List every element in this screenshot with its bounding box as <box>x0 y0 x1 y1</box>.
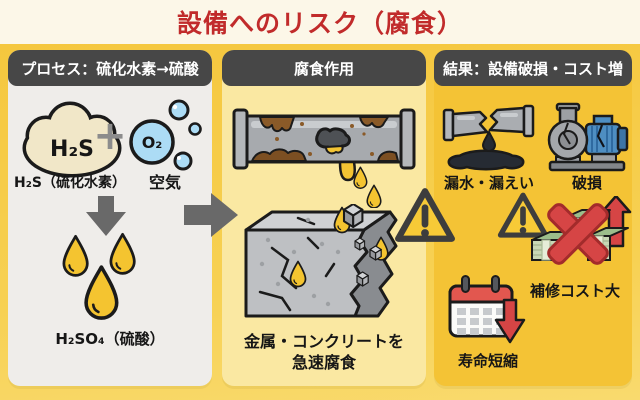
corrosion-caption: 金属・コンクリートを 急速腐食 <box>222 332 426 374</box>
h2s-label: H₂S（硫化水素） <box>14 175 126 191</box>
corroded-pipe-icon <box>232 108 416 208</box>
panel-result-header: 結果：設備破損・コスト増 <box>434 50 632 86</box>
down-arrow-icon <box>86 196 126 236</box>
o2-formula: O₂ <box>142 133 163 152</box>
acid-droplets-icon <box>62 232 136 320</box>
panel-corrosion-header: 腐食作用 <box>222 50 426 86</box>
crumbling-concrete-icon <box>244 204 398 318</box>
lifespan-label: 寿命短縮 <box>457 352 518 370</box>
flow-right-arrow-icon <box>184 193 238 237</box>
red-x-icon <box>547 203 609 265</box>
gas-cloud-icon: H₂S <box>22 101 122 178</box>
lifespan-down-arrow-icon <box>494 298 526 344</box>
panel-process-body: H₂S + O₂ H₂S（硫化水素） 空気 <box>8 86 212 386</box>
repair-cost-icon <box>531 196 632 265</box>
corrosion-caption-line1: 金属・コンクリートを <box>243 332 404 351</box>
oxygen-bubbles-icon: O₂ <box>129 99 202 171</box>
page-title: 設備へのリスク（腐食） <box>176 9 463 38</box>
board: プロセス：硫化水素→硫酸 H₂S + <box>0 44 640 400</box>
h2s-formula: H₂S <box>50 137 94 162</box>
panel-process: プロセス：硫化水素→硫酸 H₂S + <box>8 50 212 386</box>
panel-corrosion-body: 金属・コンクリートを 急速腐食 <box>222 86 426 386</box>
corrosion-caption-line2: 急速腐食 <box>291 352 356 372</box>
damaged-pump-icon <box>547 102 629 172</box>
panel-corrosion: 腐食作用 <box>222 50 426 386</box>
broken-pipe-icon <box>442 104 535 171</box>
panel-process-header: プロセス：硫化水素→硫酸 <box>8 50 212 86</box>
warning-triangle-icon <box>394 186 456 246</box>
panel-result: 結果：設備破損・コスト増 漏水・漏えい <box>434 50 632 386</box>
breakage-label: 破損 <box>571 174 602 192</box>
air-label: 空気 <box>148 173 181 192</box>
h2so4-label: H₂SO₄（硫酸） <box>55 330 165 348</box>
panel-result-body: 漏水・漏えい 破損 <box>434 86 632 386</box>
leak-label: 漏水・漏えい <box>443 174 534 192</box>
calendar-icon <box>448 275 526 344</box>
plus-icon: + <box>93 113 127 159</box>
repair-cost-label: 補修コスト大 <box>529 282 620 300</box>
